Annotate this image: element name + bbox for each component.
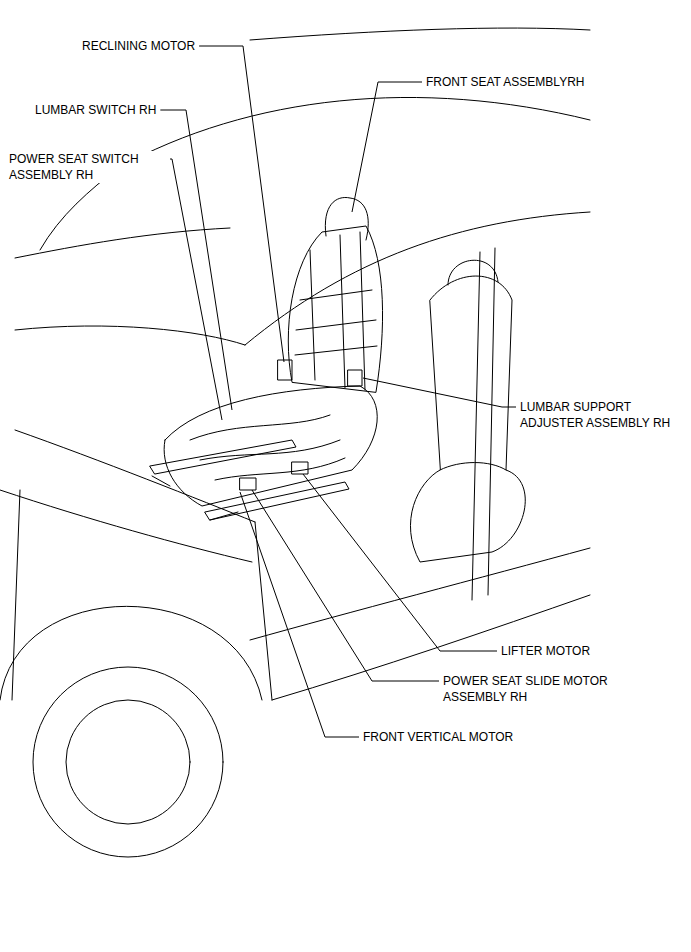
part-label: LUMBAR SUPPORT ADJUSTER ASSEMBLY RH	[519, 399, 686, 431]
wheel-rim	[66, 700, 190, 824]
leader-line	[240, 492, 359, 737]
fender-line	[12, 490, 20, 700]
body-line	[15, 430, 255, 522]
door-edge	[255, 522, 272, 700]
leader-line	[352, 82, 422, 212]
b-pillar	[488, 248, 495, 595]
b-pillar	[472, 252, 480, 600]
leader-line	[143, 159, 222, 420]
part-label: LIFTER MOTOR	[500, 643, 591, 659]
body-line	[0, 490, 252, 562]
reclining-motor-symbol	[278, 360, 292, 380]
part-label: FRONT SEAT ASSEMBLYRH	[425, 74, 585, 90]
instrument-panel	[15, 326, 245, 345]
other-headrest	[448, 260, 498, 285]
seat-crease	[440, 463, 506, 471]
leader-line	[160, 110, 232, 410]
leader-line	[363, 378, 516, 407]
other-seat	[410, 276, 525, 562]
lifter-motor-symbol	[292, 462, 308, 474]
wheel-arch	[0, 606, 262, 700]
seatback-lattice	[295, 232, 377, 390]
seatback-frame	[288, 226, 382, 392]
part-label: FRONT VERTICAL MOTOR	[362, 729, 514, 745]
seat-cushion-frame	[164, 386, 377, 506]
wire-harness	[190, 415, 345, 480]
wheel	[33, 667, 223, 857]
roof-line	[118, 97, 590, 168]
roof-edge	[250, 28, 590, 40]
leader-line	[252, 490, 439, 681]
part-label: POWER SEAT SWITCH ASSEMBLY RH	[8, 151, 170, 183]
part-label: LUMBAR SWITCH RH	[34, 102, 157, 118]
part-label: RECLINING MOTOR	[81, 38, 196, 54]
leader-line	[199, 46, 284, 362]
seat-rail	[150, 440, 349, 520]
dashboard-line	[15, 228, 230, 258]
slide-motor-symbol	[240, 478, 256, 490]
part-label: POWER SEAT SLIDE MOTOR ASSEMBLY RH	[442, 673, 634, 705]
headrest	[325, 197, 368, 240]
seat-foot	[152, 476, 238, 520]
leader-line	[303, 474, 497, 651]
lumbar-adjuster-symbol	[348, 370, 362, 386]
